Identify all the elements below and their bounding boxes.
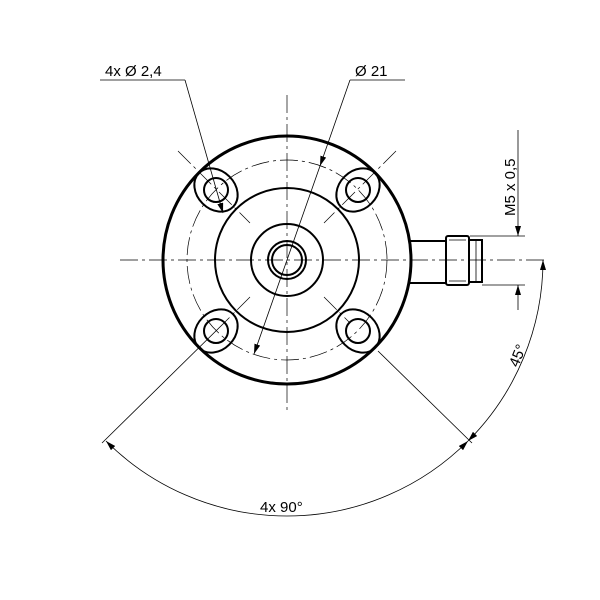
center-bore-inner — [271, 244, 303, 276]
mounting-holes — [193, 167, 381, 354]
outer-flange — [161, 134, 413, 386]
bolt-circle-label: Ø 21 — [355, 63, 388, 80]
bolt-circle-dimension: Ø 21 — [253, 63, 405, 355]
center-bore-outer — [267, 240, 307, 280]
connector-angle-label: 45° — [506, 342, 530, 369]
hub — [250, 223, 324, 297]
hole-bottom-right — [335, 308, 381, 354]
hole-top-right — [335, 167, 381, 213]
bolt-circle — [186, 159, 388, 361]
hole-callout: 4x Ø 2,4 — [100, 63, 224, 214]
thread-label: M5 x 0,5 — [502, 158, 519, 216]
hole-spacing-label: 4x 90° — [260, 499, 303, 516]
centerlines — [120, 95, 548, 410]
m5-connector — [410, 235, 483, 286]
hole-callout-label: 4x Ø 2,4 — [105, 63, 162, 80]
hole-top-left — [193, 167, 239, 213]
inner-ring — [214, 187, 360, 333]
